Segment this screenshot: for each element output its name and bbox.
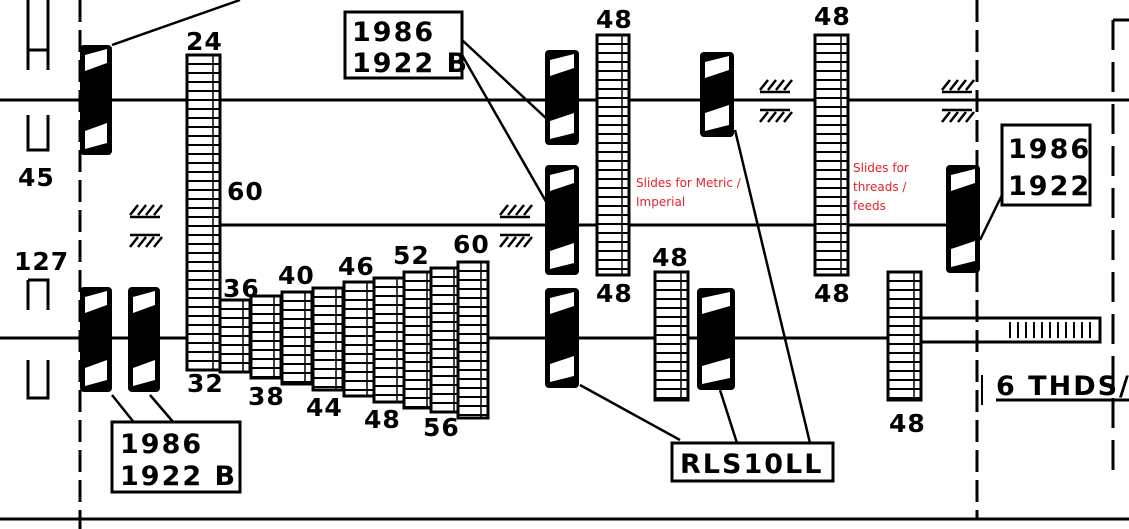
gear-label-24: 24 [186,27,223,56]
cone-gear-1 [249,294,283,380]
idler-gear-top-left [80,45,112,155]
part-box-left-line1: 1986 [120,429,203,460]
cone-gear-2 [280,290,314,386]
part-box-top: 1986 1922 B [343,10,469,80]
gear-24-60-32 [185,53,222,372]
part-box-left-line2: 1922 B [120,461,237,492]
gear-127-b [128,287,160,392]
part-box-left: 1986 1922 B [110,420,242,494]
bearing-hatch-icon [129,233,163,248]
gear-label-48-metric-low: 48 [652,243,689,272]
part-box-rls10ll: RLS10LL [670,441,835,483]
bearing-hatch-icon [941,79,975,94]
gear-48-leadscrew [886,270,923,402]
left-gear-outline-top [26,0,50,152]
sliding-gear-metric-upper [545,50,579,145]
gear-48-feed [813,33,850,277]
gear-rls-right [697,288,735,390]
bearing-hatch-icon [759,108,793,123]
part-box-right: 1986 1922 [1000,123,1092,207]
gear-label-48-metric-top: 48 [596,5,633,34]
left-gear-outline-bottom [26,278,50,400]
gear-label-44: 44 [306,393,343,422]
part-number-label: RLS10LL [680,449,823,480]
gear-label-48-feed-low: 48 [889,409,926,438]
bearing-hatch-icon [499,233,533,248]
bearing-hatch-icon [941,108,975,123]
gear-label-52: 52 [393,241,430,270]
annotation-threads-feeds: Slides for threads / feeds [853,161,909,213]
gear-label-48-feed-top: 48 [814,2,851,31]
gear-127-a [80,287,112,392]
gear-48-metric [595,33,631,277]
cone-gear-3 [311,286,345,392]
cone-gear-6 [402,270,436,410]
gear-label-32: 32 [187,369,224,398]
gear-label-60: 60 [227,177,264,206]
thread-pitch-label: 6 THDS/IN [996,371,1129,402]
part-box-top-line2: 1922 B [352,48,469,79]
cone-gear-0 [218,298,252,374]
bearing-hatch-icon [129,204,163,219]
leader-lines [111,0,1004,444]
gear-label-46: 46 [338,252,375,281]
bearing-hatch-icon [759,79,793,94]
sliding-gear-metric-lower [545,165,579,275]
gear-label-56: 56 [423,413,460,442]
gear-label-60-cone: 60 [453,230,490,259]
cone-gear-5 [372,276,406,404]
sliding-gear-feed [946,165,980,273]
annotation-metric-imperial: Slides for Metric / Imperial [636,176,741,209]
gear-label-45: 45 [18,163,55,192]
gear-rls-left [545,288,579,388]
gear-label-48: 48 [364,405,401,434]
gear-label-38: 38 [248,382,285,411]
gear-label-36: 36 [223,274,260,303]
gear-label-48-metric-bottom: 48 [596,279,633,308]
part-box-top-line1: 1986 [352,17,435,48]
gear-48-metric-low [653,270,690,402]
part-box-right-line2: 1922 [1008,171,1091,202]
sliding-gear-top-mid [700,52,734,137]
gear-label-40: 40 [278,261,315,290]
bearing-hatch-icon [499,204,533,219]
gear-label-48-feed-bottom: 48 [814,279,851,308]
gear-label-127: 127 [14,247,69,276]
cone-gear-4 [342,280,376,398]
part-box-right-line1: 1986 [1008,134,1091,165]
cone-gear-8 [456,260,490,420]
